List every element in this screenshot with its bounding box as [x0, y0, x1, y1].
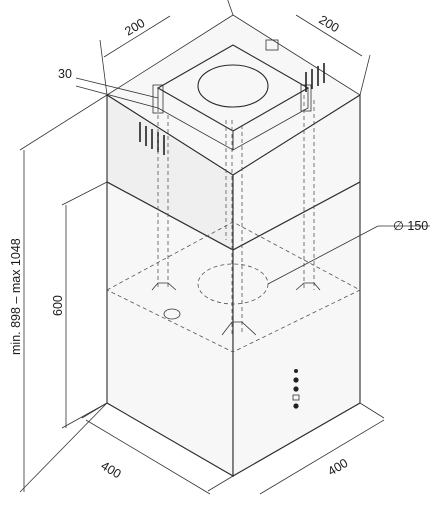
dim-top-left: 200 [122, 16, 147, 39]
dim-base-right: 400 [325, 456, 350, 479]
dimension-lines [19, 0, 430, 495]
dim-top-right: 200 [316, 13, 341, 36]
vent-slots-right [305, 63, 325, 92]
dim-body-height: 600 [51, 295, 65, 316]
support-rails [151, 95, 321, 336]
dim-duct-diameter: ∅ 150 [393, 219, 428, 233]
control-panel [292, 369, 300, 409]
dim-base-left: 400 [98, 459, 123, 482]
chimney-cover [106, 14, 361, 251]
hood-body [106, 181, 361, 477]
vent-slots-left [139, 122, 165, 155]
dim-offset: 30 [58, 67, 72, 81]
top-bracket [152, 39, 312, 151]
dim-height-range: min. 898 – max 1048 [9, 238, 23, 355]
